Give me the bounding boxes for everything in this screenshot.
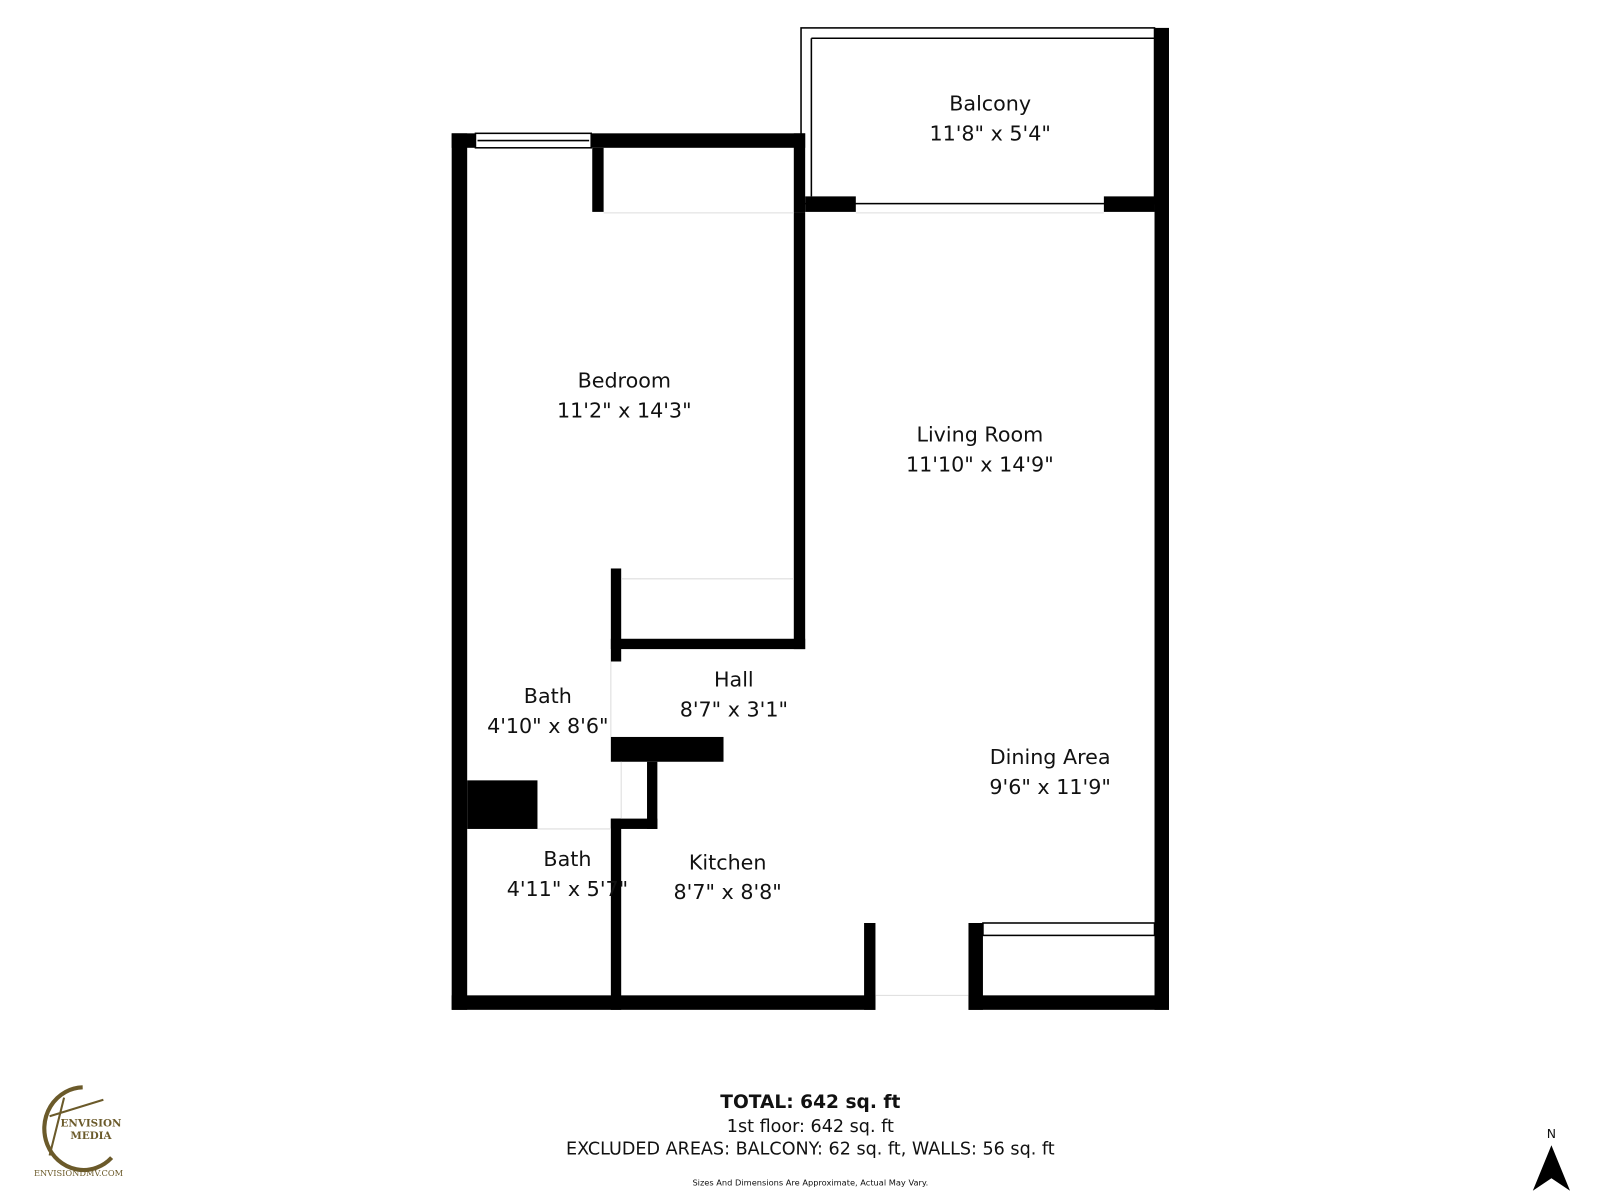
floor-area: 1st floor: 642 sq. ft xyxy=(727,1117,894,1137)
room-name: Hall xyxy=(714,667,754,691)
room-dimensions: 4'10" x 8'6" xyxy=(487,714,608,738)
svg-text:ENVISION: ENVISION xyxy=(61,1118,122,1130)
room-dimensions: 4'11" x 5'7" xyxy=(507,877,628,901)
envision-media-logo: ENVISION MEDIA ENVISIONDMV.COM xyxy=(34,1085,124,1178)
balcony-outline xyxy=(800,27,1156,205)
room-bath-1: Bath 4'10" x 8'6" xyxy=(487,684,608,738)
excluded-areas: EXCLUDED AREAS: BALCONY: 62 sq. ft, WALL… xyxy=(566,1140,1055,1160)
room-dimensions: 9'6" x 11'9" xyxy=(989,775,1110,799)
room-dimensions: 8'7" x 8'8" xyxy=(674,880,782,904)
room-dimensions: 11'10" x 14'9" xyxy=(906,452,1054,476)
room-name: Dining Area xyxy=(990,745,1111,769)
openings xyxy=(537,212,1104,996)
windows xyxy=(474,132,1156,937)
room-name: Bedroom xyxy=(578,369,671,393)
room-dining: Dining Area 9'6" x 11'9" xyxy=(989,745,1110,799)
room-name: Bath xyxy=(543,847,591,871)
room-name: Living Room xyxy=(916,422,1043,446)
walls xyxy=(451,27,1169,1010)
room-name: Balcony xyxy=(949,92,1031,116)
room-bath-2: Bath 4'11" x 5'7" xyxy=(507,847,628,901)
total-area: TOTAL: 642 sq. ft xyxy=(720,1092,900,1113)
room-hall: Hall 8'7" x 3'1" xyxy=(680,667,788,721)
north-arrow-icon xyxy=(1532,1145,1571,1191)
room-dimensions: 11'8" x 5'4" xyxy=(929,122,1050,146)
room-living: Living Room 11'10" x 14'9" xyxy=(906,422,1054,476)
room-bedroom: Bedroom 11'2" x 14'3" xyxy=(557,369,692,423)
svg-text:ENVISIONDMV.COM: ENVISIONDMV.COM xyxy=(34,1168,124,1178)
room-dimensions: 11'2" x 14'3" xyxy=(557,399,692,423)
room-name: Bath xyxy=(524,684,572,708)
svg-text:MEDIA: MEDIA xyxy=(70,1130,112,1142)
north-compass: N xyxy=(1532,1126,1571,1191)
disclaimer: Sizes And Dimensions Are Approximate, Ac… xyxy=(692,1178,928,1188)
compass-label: N xyxy=(1547,1126,1556,1141)
room-kitchen: Kitchen 8'7" x 8'8" xyxy=(674,850,782,904)
room-balcony: Balcony 11'8" x 5'4" xyxy=(929,92,1050,146)
room-dimensions: 8'7" x 3'1" xyxy=(680,697,788,721)
room-name: Kitchen xyxy=(689,850,767,874)
